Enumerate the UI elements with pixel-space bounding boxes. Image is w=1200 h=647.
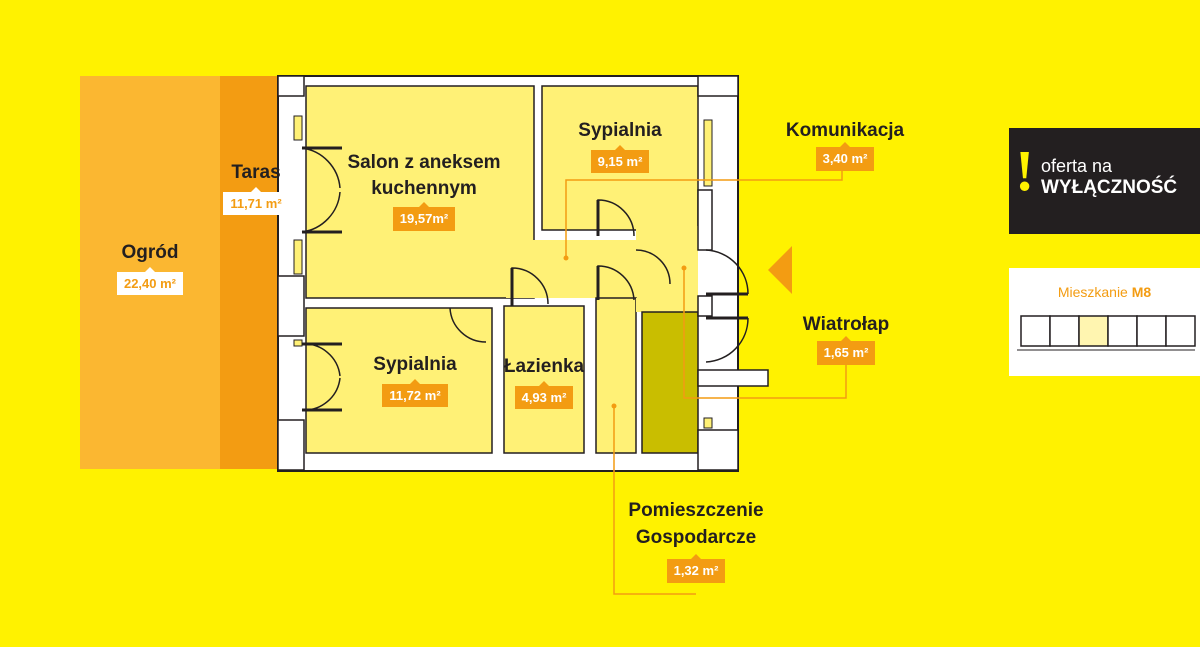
lazienka-area: 4,93 m² [514,380,574,410]
taras-name: Taras [231,162,281,183]
sypialnia1-area: 9,15 m² [590,144,650,174]
gospodarcze-name-line1: Pomieszczenie [628,500,764,521]
entrance-arrow-icon [768,246,792,294]
lazienka-name: Łazienka [503,356,585,377]
label-taras: Taras 11,71 m² [212,160,300,216]
komunikacja-area: 3,40 m² [815,141,875,171]
salon-name-line1: Salon z aneksem [347,152,501,173]
sypialnia2-name: Sypialnia [373,354,457,375]
sypialnia1-name: Sypialnia [578,120,662,141]
unit-locator-diagram [1017,315,1196,351]
salon-area: 19,57m² [392,202,456,231]
label-lazienka: Łazienka 4,93 m² [500,354,588,410]
label-wiatrolap: Wiatrołap 1,65 m² [786,312,906,365]
unit-title: Mieszkanie M8 [1009,284,1200,300]
gospodarcze-name-line2: Gospodarcze [635,526,757,548]
offer-line1: oferta na [1041,156,1113,176]
unit-segment [1107,315,1138,347]
label-komunikacja: Komunikacja 3,40 m² [770,118,920,171]
wiatrolap-area: 1,65 m² [816,335,876,365]
label-sypialnia1: Sypialnia 9,15 m² [560,118,680,174]
gospodarcze-area: 1,32 m² [666,554,726,584]
exclusive-offer-badge: ! oferta na WYŁĄCZNOŚĆ [1009,128,1200,234]
sypialnia2-area: 11,72 m² [382,378,448,408]
ogrod-name: Ogród [121,242,179,263]
unit-locator-card: Mieszkanie M8 [1009,268,1200,376]
unit-segment [1136,315,1167,347]
label-sypialnia2: Sypialnia 11,72 m² [350,352,480,408]
unit-code: M8 [1131,284,1152,300]
terrace-area [220,76,280,469]
label-ogrod: Ogród 22,40 m² [100,240,200,296]
unit-segment [1165,315,1196,347]
wiatrolap-room [636,298,698,312]
terrace-door-bottom [301,342,342,412]
label-salon: Salon z aneksem kuchennym 19,57m² [340,150,508,231]
wiatrolap-name: Wiatrołap [802,314,890,335]
corridor-room [595,297,637,454]
label-gospodarcze: Pomieszczenie Gospodarcze 1,32 m² [614,498,778,584]
salon-name-line2: kuchennym [371,177,477,199]
unit-segment [1049,315,1080,347]
taras-area: 11,71 m² [223,186,289,216]
unit-segment [1078,315,1109,347]
entrance-door [705,249,749,363]
komunikacja-name: Komunikacja [785,120,905,141]
unit-segment [1020,315,1051,347]
hall-room [636,226,698,298]
lazienka-room [503,305,585,454]
offer-line2: WYŁĄCZNOŚĆ [1041,176,1178,198]
exclamation-icon: ! [1015,138,1035,203]
gospodarcze-room [641,311,699,454]
unit-prefix: Mieszkanie [1057,284,1128,300]
ogrod-area: 22,40 m² [116,266,184,296]
terrace-door-top [301,146,342,234]
salon-room [305,85,535,299]
